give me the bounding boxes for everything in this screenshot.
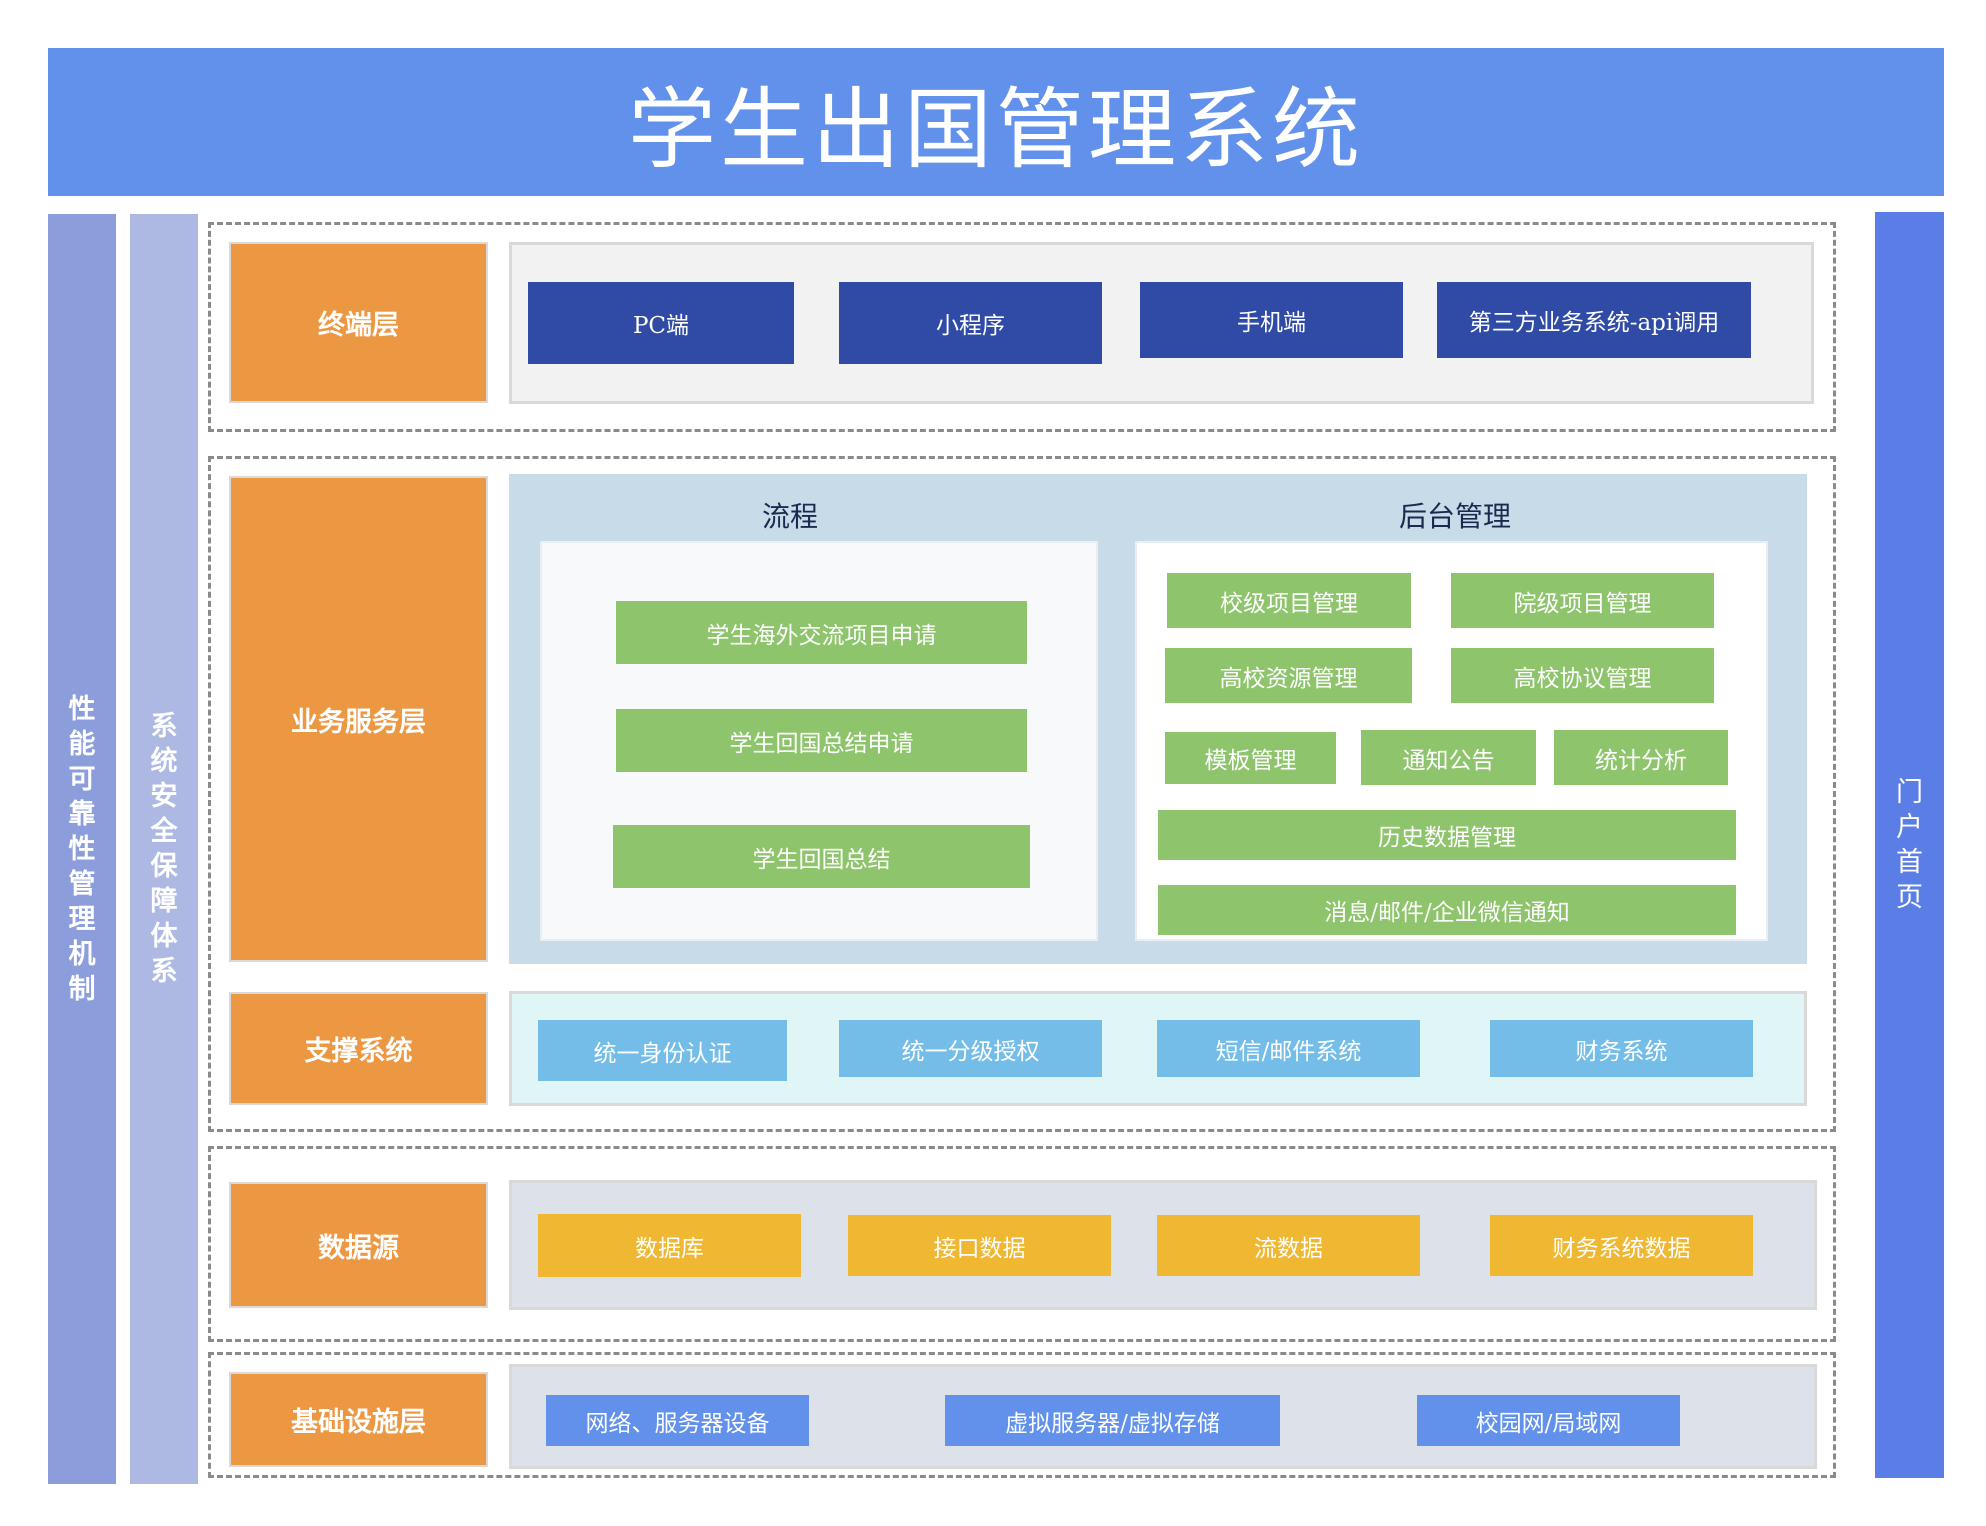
vertical-text: 性能可靠性管理机制 [69, 692, 96, 1007]
infrastructure-item-network-servers: 网络、服务器设备 [546, 1395, 809, 1446]
process-item-exchange-application: 学生海外交流项目申请 [616, 601, 1027, 664]
terminal-item-miniprogram: 小程序 [839, 282, 1102, 364]
datasource-layer-label: 数据源 [229, 1182, 488, 1308]
datasource-item-database: 数据库 [538, 1214, 801, 1277]
infrastructure-item-virtualization: 虚拟服务器/虚拟存储 [945, 1395, 1280, 1446]
terminal-item-third-party-api: 第三方业务系统-api调用 [1437, 282, 1751, 358]
backend-item-university-agreements: 高校协议管理 [1451, 648, 1714, 703]
support-item-sms-email: 短信/邮件系统 [1157, 1020, 1420, 1077]
datasource-item-finance-data: 财务系统数据 [1490, 1215, 1753, 1276]
backend-item-statistics: 统计分析 [1554, 730, 1728, 785]
backend-item-templates: 模板管理 [1165, 732, 1336, 784]
security-pillar: 系统安全保障体系 [130, 214, 198, 1484]
support-item-finance: 财务系统 [1490, 1020, 1753, 1077]
backend-item-university-resources: 高校资源管理 [1165, 648, 1412, 703]
support-item-unified-auth: 统一身份认证 [538, 1020, 787, 1081]
terminal-layer-label: 终端层 [229, 242, 488, 403]
infrastructure-layer-label: 基础设施层 [229, 1372, 488, 1467]
backend-item-notifications: 消息/邮件/企业微信通知 [1158, 885, 1736, 935]
support-item-authorization: 统一分级授权 [839, 1020, 1102, 1077]
terminal-item-mobile: 手机端 [1140, 282, 1403, 358]
portal-pillar: 门户首页 [1875, 212, 1944, 1478]
backend-heading: 后台管理 [1135, 495, 1775, 535]
terminal-item-pc: PC端 [528, 282, 794, 364]
process-item-return-summary: 学生回国总结 [613, 825, 1030, 888]
performance-pillar: 性能可靠性管理机制 [48, 214, 116, 1484]
process-heading: 流程 [540, 495, 1040, 535]
datasource-item-stream-data: 流数据 [1157, 1215, 1420, 1276]
business-layer-label: 业务服务层 [229, 476, 488, 962]
datasource-item-interface-data: 接口数据 [848, 1215, 1111, 1276]
backend-item-history-data: 历史数据管理 [1158, 810, 1736, 860]
vertical-text: 门户首页 [1896, 775, 1923, 915]
support-layer-label: 支撑系统 [229, 992, 488, 1105]
process-item-return-summary-application: 学生回国总结申请 [616, 709, 1027, 772]
infrastructure-item-campus-network: 校园网/局域网 [1417, 1395, 1680, 1446]
backend-item-school-project: 校级项目管理 [1167, 573, 1411, 628]
vertical-text: 系统安全保障体系 [151, 709, 178, 989]
page-title: 学生出国管理系统 [48, 48, 1944, 196]
backend-item-college-project: 院级项目管理 [1451, 573, 1714, 628]
backend-item-announcements: 通知公告 [1361, 730, 1536, 785]
